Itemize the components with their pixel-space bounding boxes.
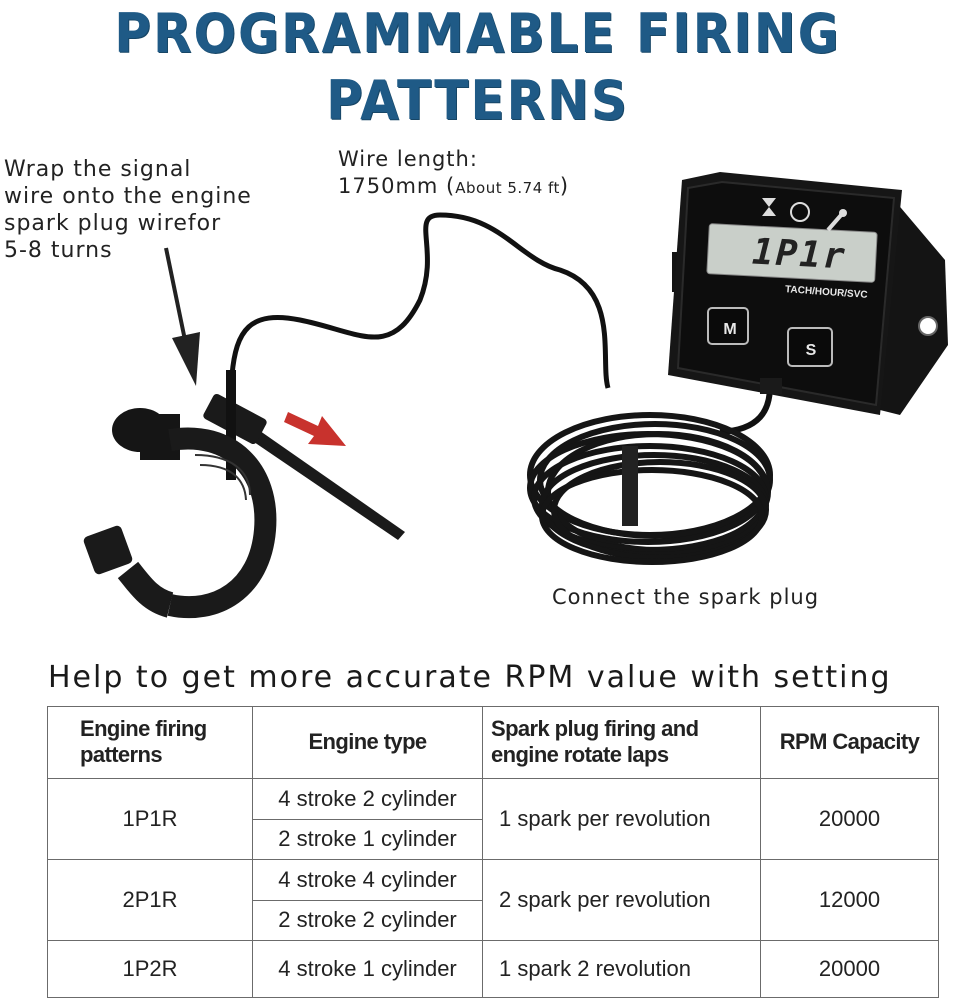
wrap-line-3: spark plug wirefor [4, 211, 222, 236]
header-pattern: Engine firing patterns [47, 706, 253, 779]
table-subtitle: Help to get more accurate RPM value with… [48, 660, 892, 695]
table-header-row: Engine firing patterns Engine type Spark… [47, 706, 939, 779]
wrap-line-2: wire onto the engine [4, 184, 252, 209]
type-cell: 4 stroke 4 cylinder [252, 859, 483, 901]
hour-meter-device: M S [668, 172, 948, 415]
spark-cell: 2 spark per revolution [482, 859, 761, 942]
down-arrow-icon [164, 247, 200, 386]
wrap-line-1: Wrap the signal [4, 157, 192, 182]
wire-length-value: 1750mm [338, 174, 439, 198]
capacity-cell: 20000 [760, 777, 939, 861]
header-capacity: RPM Capacity [760, 706, 939, 779]
s-button-label: S [806, 342, 817, 359]
spark-cell: 1 spark per revolution [482, 777, 761, 861]
pattern-cell: 1P1R [47, 777, 253, 861]
wire-length-about: About 5.74 ft [455, 179, 560, 197]
product-illustration: M S [83, 172, 948, 619]
hourglass-icon [762, 198, 776, 216]
cable-coil [527, 412, 773, 565]
pattern-cell: 2P1R [47, 859, 253, 942]
red-arrow-icon [284, 412, 346, 446]
header-type: Engine type [252, 706, 483, 779]
spark-plug-boot [83, 408, 277, 619]
header-spark: Spark plug firing and engine rotate laps [482, 706, 761, 779]
wrap-instruction: Wrap the signal wire onto the engine spa… [4, 156, 284, 264]
table-row: 1P2R 4 stroke 1 cylinder 1 spark 2 revol… [47, 940, 939, 998]
wire-length-note: Wire length: 1750mm (About 5.74 ft) [338, 147, 570, 198]
m-button [707, 307, 749, 345]
pattern-cell: 1P2R [47, 940, 253, 998]
wrap-line-4: 5-8 turns [4, 238, 113, 263]
page-title: PROGRAMMABLE FIRING PATTERNS [114, 2, 841, 132]
wire-length-label: Wire length: [338, 147, 478, 171]
firing-pattern-table: Engine firing patterns Engine type Spark… [47, 706, 939, 998]
type-cell: 2 stroke 2 cylinder [252, 899, 483, 942]
capacity-cell: 20000 [760, 940, 939, 998]
type-cell: 4 stroke 2 cylinder [252, 777, 483, 820]
s-button [787, 327, 833, 367]
type-cell: 2 stroke 1 cylinder [252, 818, 483, 861]
capacity-cell: 12000 [760, 859, 939, 942]
connect-note: Connect the spark plug [552, 585, 820, 609]
cable-tie [203, 370, 405, 540]
spark-cell: 1 spark 2 revolution [482, 940, 761, 998]
type-cell: 4 stroke 1 cylinder [252, 940, 483, 998]
table-row: 2P1R 4 stroke 4 cylinder 2 spark per rev… [47, 859, 939, 942]
lcd-display-text: 1P1r [750, 231, 848, 278]
table-row: 2 stroke 1 cylinder [48, 818, 939, 861]
table-row: 2 stroke 2 cylinder [48, 899, 939, 942]
wrench-icon [826, 209, 847, 232]
m-button-label: M [723, 321, 736, 338]
table-row: 1P1R 4 stroke 2 cylinder 1 spark per rev… [47, 777, 939, 861]
rpm-icon [790, 202, 810, 222]
signal-wire [229, 212, 611, 389]
